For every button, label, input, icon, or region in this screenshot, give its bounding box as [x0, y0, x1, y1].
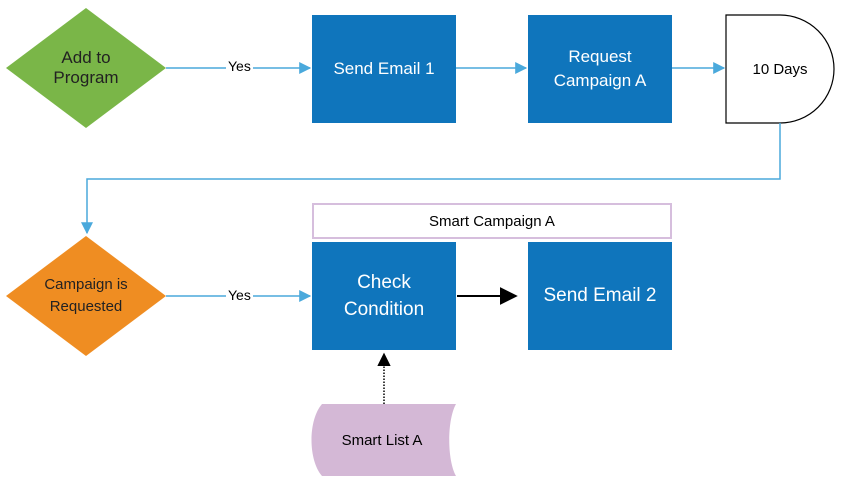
request-campaign-a-box: Request Campaign A: [528, 15, 672, 123]
add-to-program-label: Add to Program: [53, 48, 119, 87]
ten-days-delay-shape: [725, 14, 835, 124]
campaign-is-requested-diamond: [6, 236, 166, 356]
edge-days-to-campaign: [81, 123, 781, 235]
edge-yes-label-1: Yes: [226, 58, 253, 74]
request-campaign-a-label: Request Campaign A: [553, 47, 647, 90]
edge-yes-label-2: Yes: [226, 287, 253, 303]
smart-list-a-shape: [311, 404, 456, 476]
check-condition-box: Check Condition: [312, 242, 456, 350]
send-email-1-box: Send Email 1: [312, 15, 456, 123]
smart-list-a-label-box: Smart List A: [318, 404, 446, 476]
campaign-is-requested-label: Campaign is Requested: [44, 276, 128, 315]
send-email-2-box: Send Email 2: [528, 242, 672, 350]
send-email-1-label: Send Email 1: [333, 59, 435, 78]
smart-campaign-a-label: Smart Campaign A: [429, 212, 555, 230]
smart-list-a-label: Smart List A: [341, 431, 423, 449]
ten-days-label-box: 10 Days: [726, 15, 834, 123]
smart-campaign-a-header: Smart Campaign A: [312, 203, 672, 239]
add-to-program-diamond: [6, 8, 166, 128]
send-email-2-label: Send Email 2: [543, 285, 657, 306]
ten-days-label: 10 Days: [752, 60, 808, 78]
check-condition-label: Check Condition: [343, 272, 425, 320]
